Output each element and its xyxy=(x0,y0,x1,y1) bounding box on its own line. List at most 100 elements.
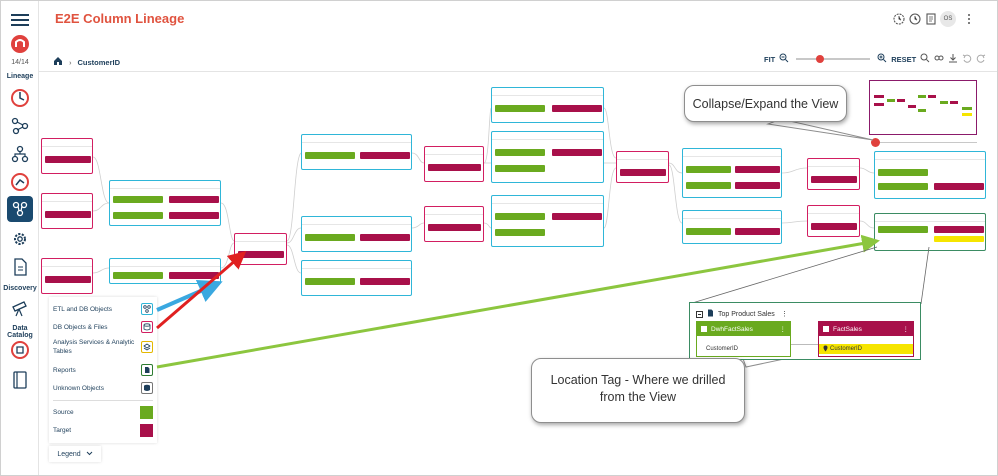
etl-node-1[interactable] xyxy=(109,180,221,226)
source-column-bar[interactable] xyxy=(878,169,928,176)
more-vertical-icon[interactable]: ⋮ xyxy=(780,311,788,318)
target-column-box[interactable]: FactSales ⋮ CustomerID xyxy=(818,321,914,357)
etl-node-11[interactable] xyxy=(874,151,986,199)
etl-node-7[interactable] xyxy=(491,131,604,183)
target-column-bar[interactable] xyxy=(360,278,410,285)
source-column-box[interactable]: DwhFactSales ⋮ CustomerID xyxy=(696,321,791,357)
home-icon[interactable] xyxy=(53,56,63,68)
column-lineage-icon[interactable] xyxy=(7,196,33,222)
db-node-5[interactable] xyxy=(807,158,860,190)
source-column-bar[interactable] xyxy=(686,228,731,235)
clock-icon[interactable] xyxy=(908,12,922,26)
target-column-bar[interactable] xyxy=(552,149,602,156)
target-column-bar[interactable] xyxy=(169,272,219,279)
source-column-bar[interactable] xyxy=(878,183,928,190)
etl-node-3[interactable] xyxy=(301,134,412,170)
target-column-bar[interactable] xyxy=(735,166,780,173)
target-column-bar[interactable] xyxy=(735,182,780,189)
link-icon[interactable] xyxy=(934,53,944,65)
minimap[interactable] xyxy=(869,80,977,135)
target-column-bar[interactable] xyxy=(169,212,219,219)
more-vertical-icon[interactable]: ⋮ xyxy=(779,326,787,333)
app-logo-icon[interactable] xyxy=(7,31,33,57)
target-column-bar[interactable] xyxy=(552,105,602,112)
source-column-bar[interactable] xyxy=(495,165,545,172)
source-column-bar[interactable] xyxy=(495,149,545,156)
collapse-icon[interactable] xyxy=(696,310,703,318)
source-column-bar[interactable] xyxy=(305,278,355,285)
source-column-bar[interactable] xyxy=(113,196,163,203)
source-column-bar[interactable] xyxy=(495,213,545,220)
target-column-bar[interactable] xyxy=(428,164,481,171)
collapse-expand-toggle[interactable] xyxy=(871,138,880,147)
search-icon[interactable] xyxy=(920,53,930,65)
target-column-bar[interactable] xyxy=(552,213,602,220)
etl-node-2[interactable] xyxy=(109,258,221,284)
document-icon[interactable] xyxy=(7,254,33,280)
zoom-out-icon[interactable] xyxy=(779,53,789,65)
source-node-3[interactable] xyxy=(41,258,93,294)
source-column-bar[interactable] xyxy=(878,226,928,233)
etl-node-9[interactable] xyxy=(682,148,782,198)
target-column-bar[interactable] xyxy=(360,234,410,241)
catalog-icon[interactable] xyxy=(7,337,33,363)
source-column-bar[interactable] xyxy=(495,105,545,112)
source-node-1[interactable] xyxy=(41,138,93,174)
lineage-overview-icon[interactable] xyxy=(7,85,33,111)
source-column-bar[interactable] xyxy=(686,166,731,173)
target-column-bar[interactable] xyxy=(811,176,857,183)
source-column-bar[interactable] xyxy=(305,234,355,241)
zoom-in-icon[interactable] xyxy=(877,53,887,65)
etl-node-8[interactable] xyxy=(491,195,604,247)
fit-button[interactable]: FIT xyxy=(764,54,776,64)
target-column-bar[interactable] xyxy=(238,251,284,258)
source-column-bar[interactable] xyxy=(113,212,163,219)
target-column-bar[interactable] xyxy=(811,223,857,230)
source-node-2[interactable] xyxy=(41,193,93,229)
etl-node-6[interactable] xyxy=(491,87,604,123)
collapse-icon[interactable] xyxy=(701,326,707,332)
more-vertical-icon[interactable]: ⋮ xyxy=(902,326,910,333)
redo-icon[interactable] xyxy=(976,53,986,65)
location-tag-bar[interactable] xyxy=(934,236,984,242)
db-node-6[interactable] xyxy=(807,205,860,237)
minimap-slider-track[interactable] xyxy=(871,142,977,143)
db-node-4[interactable] xyxy=(616,151,669,183)
target-column-bar[interactable] xyxy=(45,156,91,163)
book-icon[interactable] xyxy=(7,367,33,393)
gear-icon[interactable] xyxy=(7,226,33,252)
graph-icon[interactable] xyxy=(7,113,33,139)
target-column-bar[interactable] xyxy=(735,228,780,235)
etl-node-4[interactable] xyxy=(301,216,412,252)
more-vertical-icon[interactable] xyxy=(962,12,976,26)
menu-icon[interactable] xyxy=(7,7,33,33)
target-column-bar[interactable] xyxy=(620,169,666,176)
target-column-bar[interactable] xyxy=(45,276,91,283)
report-node-top-product-sales[interactable] xyxy=(874,213,986,251)
source-column-bar[interactable] xyxy=(495,229,545,236)
source-column-bar[interactable] xyxy=(305,152,355,159)
target-column-bar[interactable] xyxy=(428,224,481,231)
target-column-bar[interactable] xyxy=(934,183,984,190)
lineage-canvas[interactable] xyxy=(39,73,997,475)
user-avatar[interactable]: OS xyxy=(940,11,956,27)
source-column-bar[interactable] xyxy=(686,182,731,189)
target-column-bar[interactable] xyxy=(360,152,410,159)
telescope-icon[interactable] xyxy=(7,295,33,321)
etl-node-5[interactable] xyxy=(301,260,412,296)
zoom-slider-knob[interactable] xyxy=(816,55,825,63)
source-column-bar[interactable] xyxy=(113,272,163,279)
reset-button[interactable]: RESET xyxy=(891,54,917,64)
db-node-3[interactable] xyxy=(424,206,484,242)
notes-icon[interactable] xyxy=(924,12,938,26)
undo-icon[interactable] xyxy=(962,53,972,65)
collapse-icon[interactable] xyxy=(823,326,829,332)
target-column-bar[interactable] xyxy=(934,226,984,233)
history-icon[interactable] xyxy=(892,12,906,26)
location-tag-row[interactable]: CustomerID xyxy=(819,344,913,354)
zoom-slider[interactable] xyxy=(796,55,871,63)
impact-icon[interactable] xyxy=(7,169,33,195)
legend-toggle[interactable]: Legend xyxy=(49,446,101,462)
db-node-2[interactable] xyxy=(424,146,484,182)
target-column-bar[interactable] xyxy=(45,211,91,218)
